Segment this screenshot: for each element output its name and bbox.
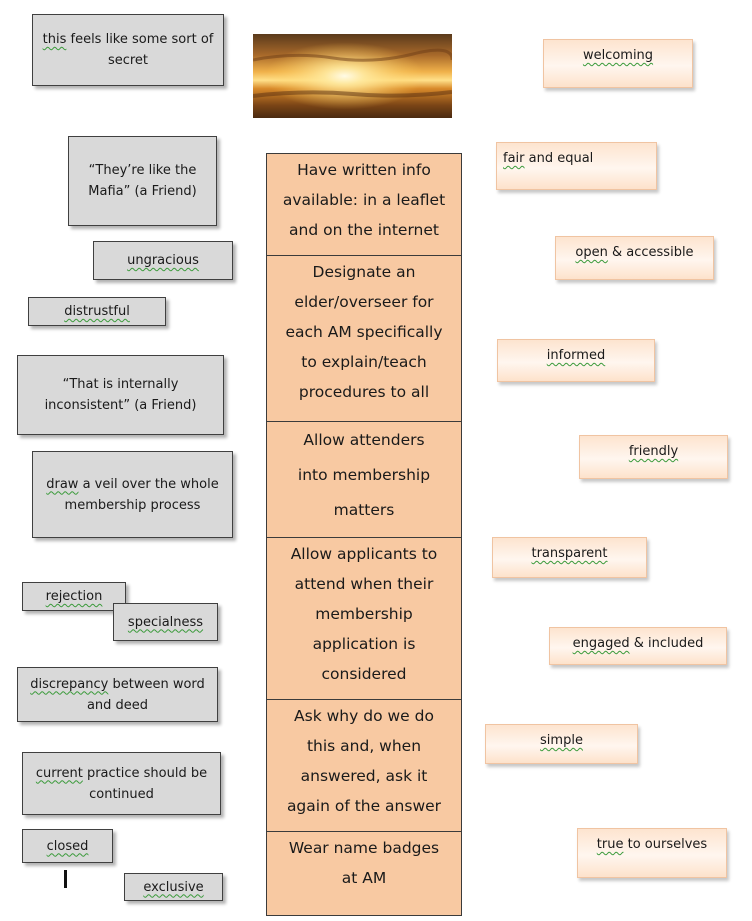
card-text: between word and deed: [86, 676, 205, 713]
negative-card-distrustful: distrustful: [28, 297, 166, 326]
action-line: to explain/teach: [301, 353, 427, 371]
action-written-info: Have written info available: in a leafle…: [266, 153, 462, 257]
card-keyword: current: [35, 765, 83, 781]
action-line: application is: [312, 635, 416, 653]
card-keyword: specialness: [127, 614, 204, 630]
action-line: into membership: [297, 466, 431, 484]
card-text: “That is internally inconsistent” (a Fri…: [44, 377, 197, 413]
card-keyword: fair: [503, 151, 525, 166]
positive-card-true: true to ourselves: [577, 828, 727, 878]
negative-card-veil: draw a veil over the whole membership pr…: [32, 451, 233, 538]
action-line: matters: [333, 501, 395, 519]
card-text: feels like some sort of secret: [66, 32, 214, 68]
negative-card-ungracious: ungracious: [93, 241, 233, 280]
action-allow-attenders: Allow attenders into membership matters: [266, 421, 462, 539]
action-line: procedures to all: [298, 383, 430, 401]
negative-card-specialness: specialness: [113, 603, 218, 641]
action-line: membership: [315, 605, 413, 623]
card-text: to ourselves: [623, 837, 708, 852]
action-line: attend when their: [294, 575, 434, 593]
negative-card-rejection: rejection: [22, 582, 126, 611]
action-line: Wear name badges: [288, 839, 440, 857]
card-text: & included: [629, 636, 704, 651]
card-keyword: informed: [546, 348, 606, 363]
sunset-photo-icon: [253, 34, 452, 118]
card-keyword: friendly: [628, 444, 679, 459]
card-keyword: simple: [540, 733, 583, 748]
negative-card-inconsistent: “That is internally inconsistent” (a Fri…: [17, 355, 224, 435]
negative-card-secret: this feels like some sort of secret: [32, 14, 224, 86]
positive-card-fair: fair and equal: [496, 142, 657, 190]
actions-column: Have written info available: in a leafle…: [266, 153, 462, 916]
action-line: Ask why do we do: [294, 707, 434, 725]
action-line: this and, when: [306, 737, 422, 755]
card-text: & accessible: [607, 245, 694, 260]
negative-card-discrepancy: discrepancy between word and deed: [17, 667, 218, 722]
action-line: answered, ask it: [300, 767, 428, 785]
action-line: elder/overseer for: [294, 293, 434, 311]
action-line: Allow applicants to: [290, 545, 438, 563]
negative-card-exclusive: exclusive: [124, 873, 223, 901]
action-line: Allow attenders: [303, 431, 425, 449]
positive-card-transparent: transparent: [492, 537, 647, 578]
text-cursor: [64, 870, 67, 888]
action-line: and on the internet: [289, 221, 439, 239]
positive-card-open: open & accessible: [555, 236, 714, 280]
card-keyword: closed: [46, 838, 89, 854]
action-designate-elder: Designate an elder/overseer for each AM …: [266, 255, 462, 423]
action-line: Have written info: [297, 161, 431, 179]
card-text: a veil over the whole membership process: [64, 476, 219, 513]
action-allow-applicants: Allow applicants to attend when their me…: [266, 537, 462, 701]
action-line: considered: [321, 665, 407, 683]
card-keyword: true: [596, 837, 624, 852]
positive-card-engaged: engaged & included: [549, 627, 727, 665]
sunset-image: [253, 34, 452, 118]
action-ask-why: Ask why do we do this and, when answered…: [266, 699, 462, 833]
positive-card-informed: informed: [497, 339, 655, 382]
action-line: Designate an: [312, 263, 416, 281]
action-line: available: in a leaflet: [282, 191, 446, 209]
card-keyword: draw: [46, 476, 79, 492]
positive-card-welcoming: welcoming: [543, 39, 693, 88]
card-keyword: ungracious: [127, 253, 199, 268]
card-keyword: distrustful: [64, 304, 130, 319]
negative-card-current: current practice should be continued: [22, 752, 221, 815]
action-line: again of the answer: [286, 797, 442, 815]
positive-card-simple: simple: [485, 724, 638, 764]
card-keyword: engaged: [572, 636, 630, 651]
action-line: at AM: [341, 869, 387, 887]
action-line: each AM specifically: [285, 323, 443, 341]
card-keyword: open: [575, 245, 608, 260]
negative-card-closed: closed: [22, 829, 113, 863]
card-text: “They’re like the Mafia” (a Friend): [88, 163, 197, 199]
card-text: practice should be continued: [82, 765, 208, 802]
card-keyword: rejection: [45, 589, 103, 604]
action-name-badges: Wear name badges at AM: [266, 831, 462, 916]
card-text: and equal: [524, 151, 594, 166]
negative-card-mafia: “They’re like the Mafia” (a Friend): [68, 136, 217, 226]
card-keyword: this: [42, 32, 67, 47]
card-keyword: transparent: [531, 546, 608, 561]
positive-card-friendly: friendly: [579, 435, 728, 479]
card-keyword: welcoming: [582, 48, 654, 63]
card-keyword: discrepancy: [30, 676, 109, 692]
card-keyword: exclusive: [143, 879, 204, 895]
